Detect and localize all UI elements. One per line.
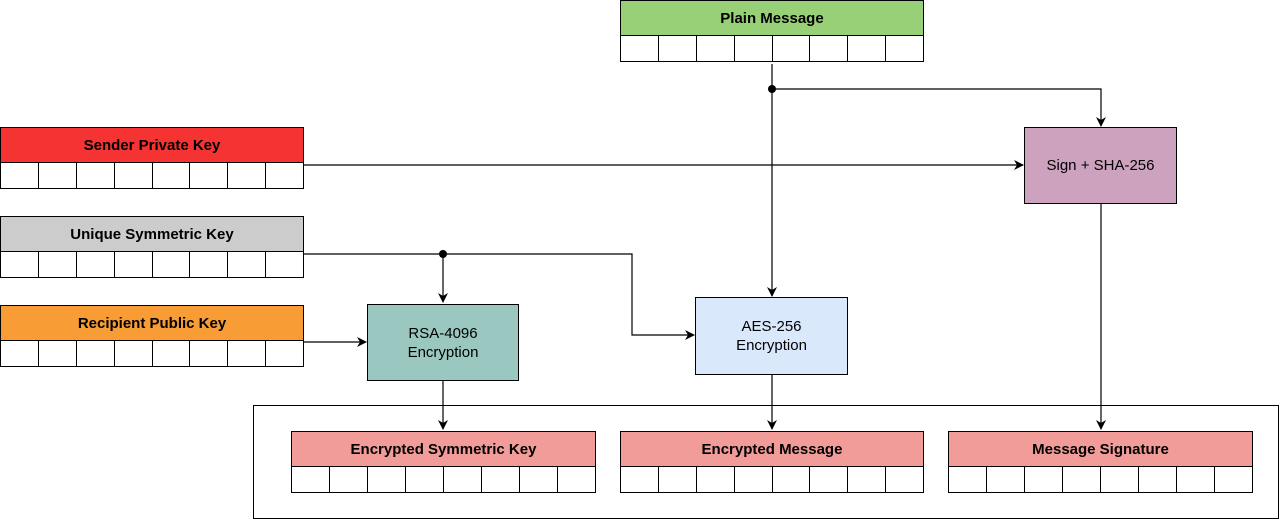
plain-message-cells (620, 36, 924, 62)
key-cell (733, 467, 772, 492)
key-cell (1, 163, 38, 188)
key-cell (329, 467, 367, 492)
key-cell (151, 163, 190, 188)
key-cell (227, 341, 265, 366)
key-cell (75, 341, 114, 366)
encrypted-message-block: Encrypted Message (620, 431, 924, 494)
key-cell (37, 163, 76, 188)
key-cell (443, 467, 481, 492)
key-cell (189, 163, 227, 188)
plain-message-title: Plain Message (620, 0, 924, 36)
key-cell (695, 467, 734, 492)
key-cell (113, 252, 152, 277)
key-cell (695, 36, 734, 61)
key-cell (189, 252, 227, 277)
key-cell (292, 467, 329, 492)
recipient-public-key-title: Recipient Public Key (0, 305, 304, 341)
key-cell (151, 252, 190, 277)
key-cell (1138, 467, 1176, 492)
encrypted-symmetric-key-block: Encrypted Symmetric Key (291, 431, 596, 494)
unique-symmetric-key-block: Unique Symmetric Key (0, 216, 304, 279)
key-cell (75, 163, 114, 188)
key-cell (113, 163, 152, 188)
key-cell (265, 341, 303, 366)
key-cell (771, 36, 810, 61)
key-cell (189, 341, 227, 366)
encrypted-symmetric-key-cells (291, 467, 596, 493)
key-cell (949, 467, 986, 492)
key-cell (621, 36, 658, 61)
message-signature-title: Message Signature (948, 431, 1253, 467)
key-cell (847, 36, 885, 61)
key-cell (771, 467, 810, 492)
rsa-4096-encryption-process: RSA-4096 Encryption (367, 304, 519, 381)
key-cell (885, 467, 923, 492)
encrypted-symmetric-key-title: Encrypted Symmetric Key (291, 431, 596, 467)
key-cell (809, 467, 847, 492)
key-cell (37, 252, 76, 277)
key-cell (885, 36, 923, 61)
key-cell (809, 36, 847, 61)
aes-256-encryption-process: AES-256 Encryption (695, 297, 848, 375)
key-cell (151, 341, 190, 366)
key-cell (847, 467, 885, 492)
junction-plain (768, 85, 776, 93)
message-signature-cells (948, 467, 1253, 493)
key-cell (227, 163, 265, 188)
sender-private-key-block: Sender Private Key (0, 127, 304, 190)
key-cell (265, 163, 303, 188)
key-cell (621, 467, 658, 492)
recipient-public-key-block: Recipient Public Key (0, 305, 304, 368)
key-cell (265, 252, 303, 277)
key-cell (367, 467, 405, 492)
output-container (253, 405, 1279, 519)
sign-sha256-process: Sign + SHA-256 (1024, 127, 1177, 204)
key-cell (113, 341, 152, 366)
key-cell (657, 467, 696, 492)
sender-private-key-title: Sender Private Key (0, 127, 304, 163)
recipient-public-key-cells (0, 341, 304, 367)
unique-symmetric-key-cells (0, 252, 304, 278)
encrypted-message-title: Encrypted Message (620, 431, 924, 467)
message-signature-block: Message Signature (948, 431, 1253, 494)
key-cell (1214, 467, 1252, 492)
key-cell (1062, 467, 1100, 492)
key-cell (405, 467, 443, 492)
key-cell (75, 252, 114, 277)
unique-symmetric-key-title: Unique Symmetric Key (0, 216, 304, 252)
key-cell (1, 341, 38, 366)
key-cell (481, 467, 519, 492)
key-cell (519, 467, 557, 492)
key-cell (733, 36, 772, 61)
key-cell (557, 467, 595, 492)
key-cell (986, 467, 1024, 492)
connector-symkey-to-aes (304, 253, 695, 340)
key-cell (1024, 467, 1062, 492)
key-cell (1176, 467, 1214, 492)
junction-symkey (439, 250, 447, 258)
key-cell (657, 36, 696, 61)
key-cell (1100, 467, 1138, 492)
sender-private-key-cells (0, 163, 304, 189)
key-cell (37, 341, 76, 366)
plain-message-block: Plain Message (620, 0, 924, 63)
key-cell (1, 252, 38, 277)
key-cell (227, 252, 265, 277)
encrypted-message-cells (620, 467, 924, 493)
connector-plain-to-sign (772, 88, 1106, 127)
